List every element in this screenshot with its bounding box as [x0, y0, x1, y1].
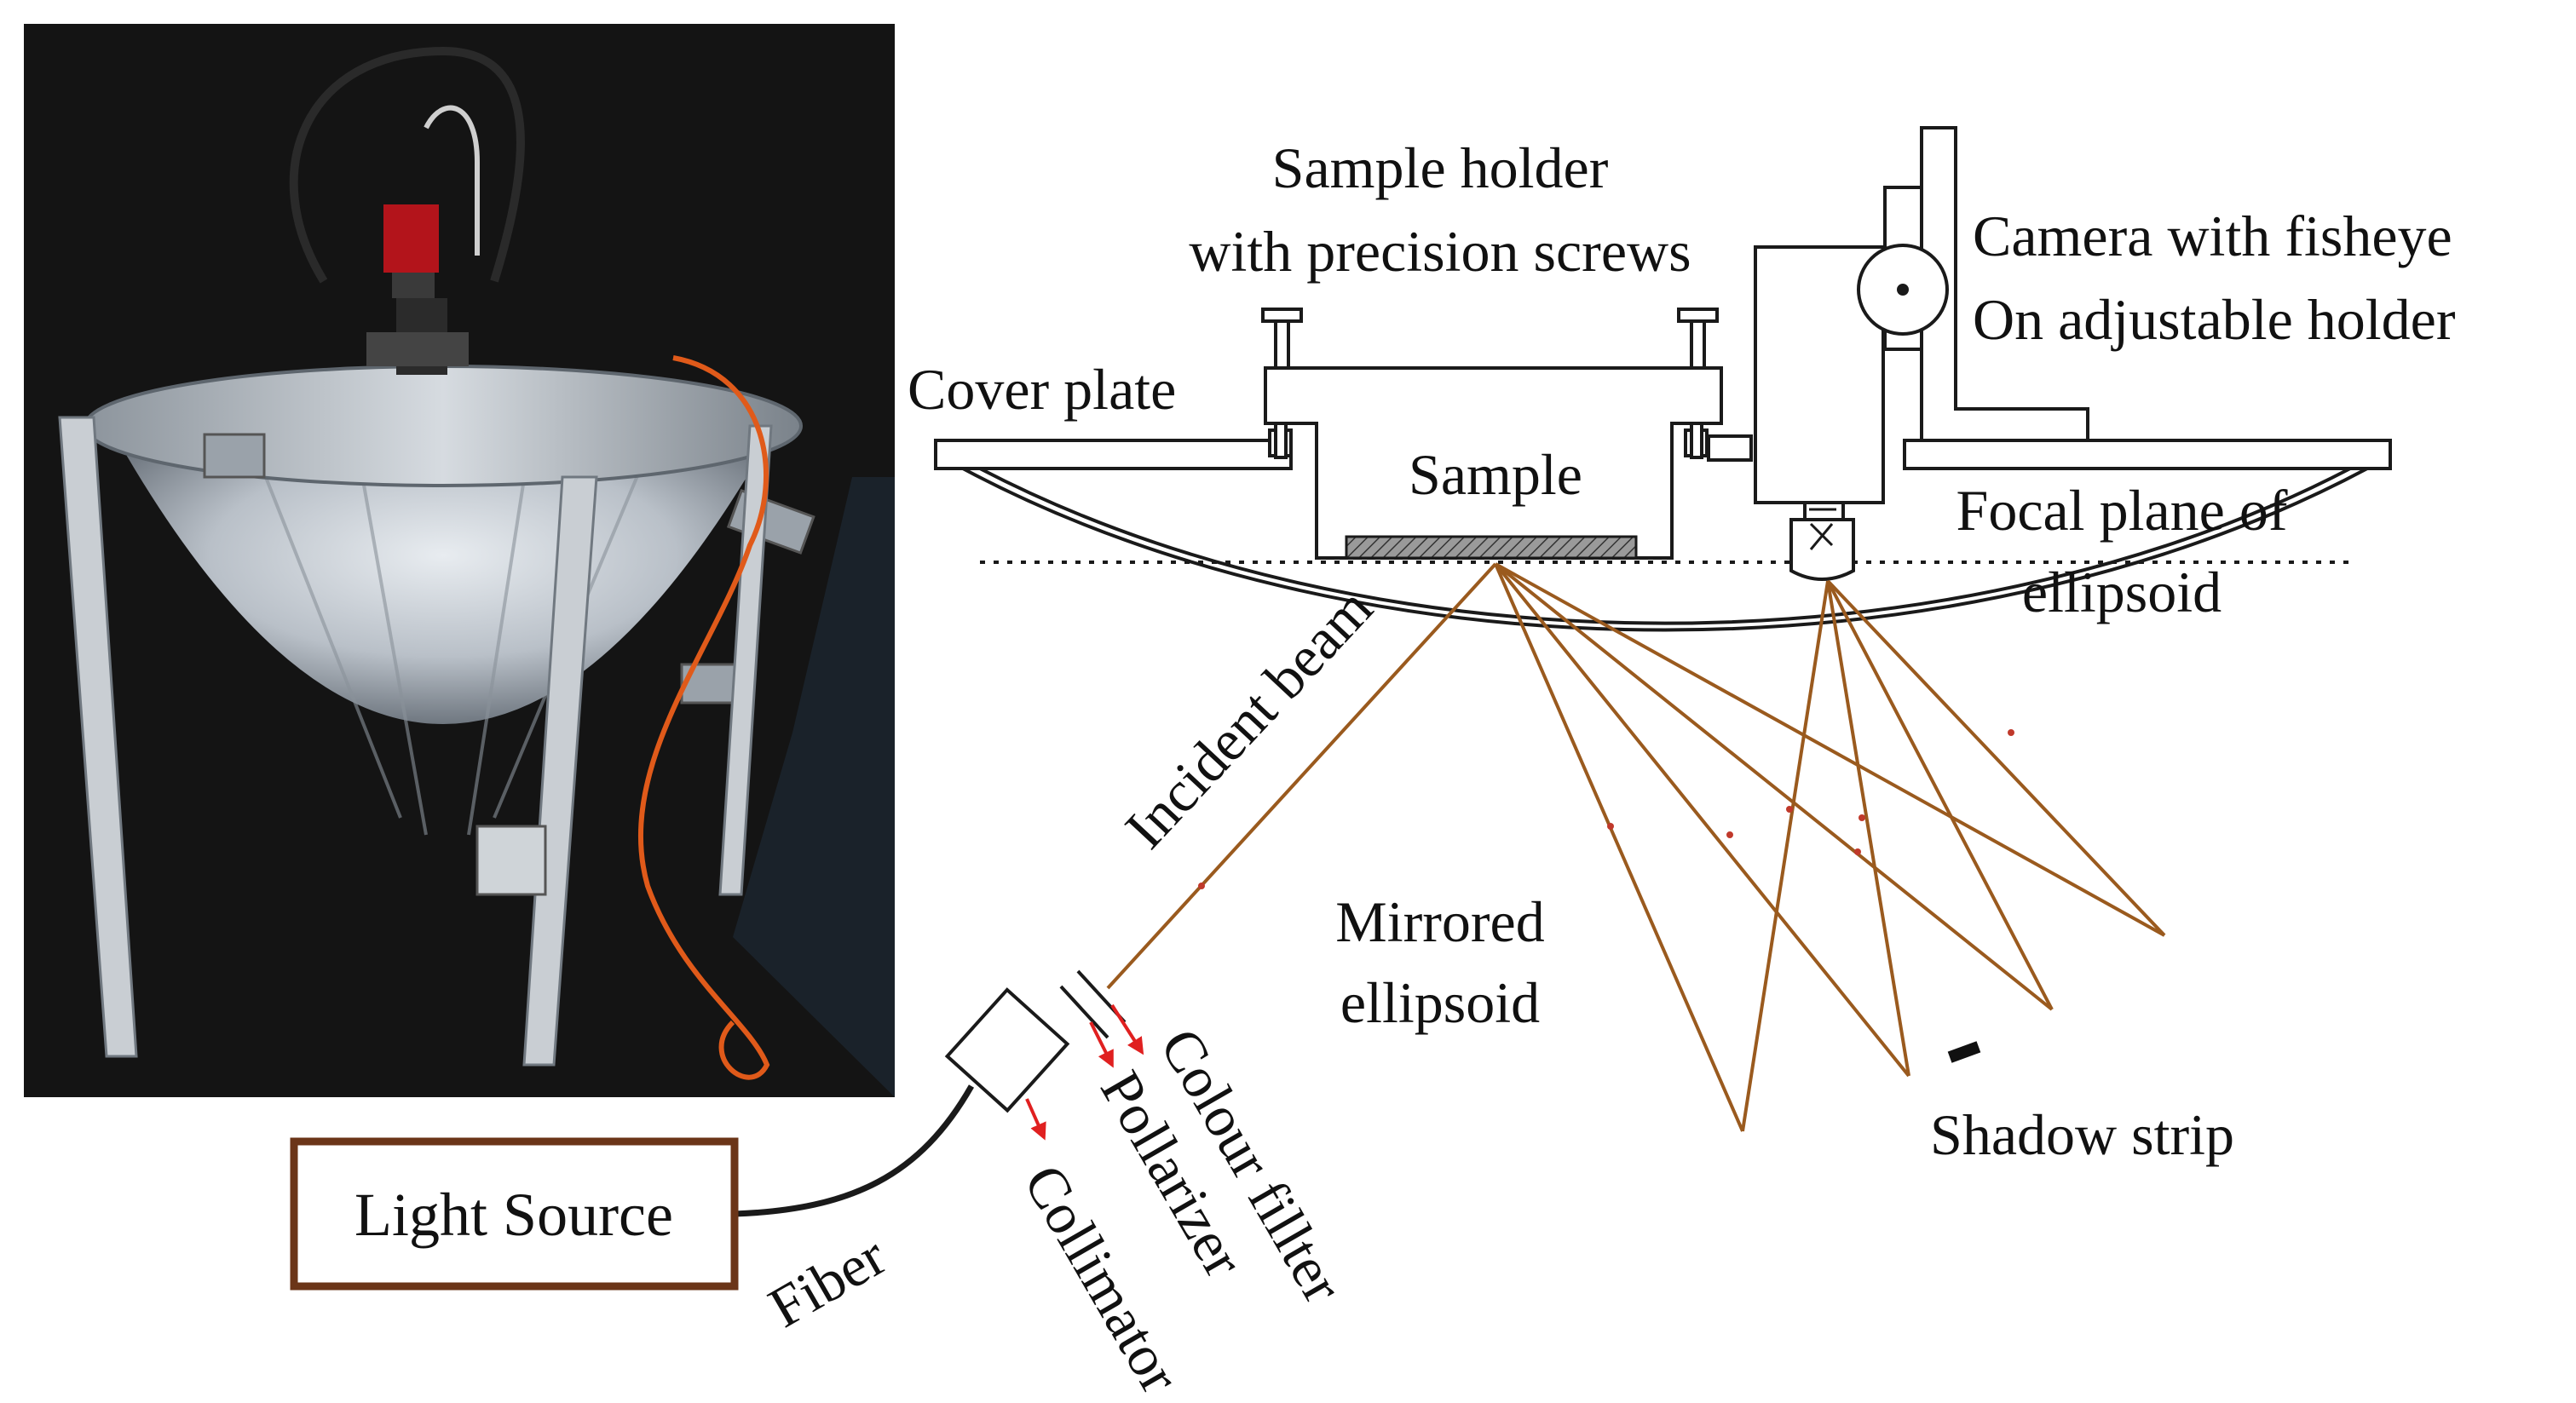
light-source-box: [290, 1137, 739, 1291]
ellipsoid-mirror: [962, 467, 2368, 632]
cover-plate-label: Cover plate: [908, 357, 1176, 422]
sample-holder-label-line1: Sample holder: [1272, 135, 1609, 200]
fisheye-lens: [1789, 518, 1855, 581]
fiber-label: Fiber: [758, 1222, 897, 1340]
mirrored-ellipsoid-label-line1: Mirrored: [1335, 889, 1544, 954]
fiber: [734, 1084, 975, 1217]
mirrored-ellipsoid-label-line2: ellipsoid: [1340, 970, 1540, 1035]
shadow-strip-label: Shadow strip: [1930, 1102, 2234, 1167]
optics-arrows: [1025, 1003, 1144, 1141]
camera-label-line1: Camera with fisheye: [1973, 204, 2452, 268]
light-source-label: Light Source: [354, 1181, 673, 1249]
focal-plane-label-line1: Focal plane of: [1956, 478, 2288, 543]
shadow-strip: [1947, 1041, 1981, 1063]
apparatus-photo: [24, 24, 895, 1097]
optics-train: [944, 969, 1127, 1113]
collimator-box: [944, 987, 1070, 1113]
sample-holder-label-line2: with precision screws: [1189, 219, 1691, 284]
sample: [1345, 535, 1638, 560]
pollarizer-plate: [1059, 985, 1109, 1039]
camera-label-line2: On adjustable holder: [1973, 287, 2456, 352]
incident-beam-label: Incident beam: [1112, 575, 1385, 860]
tripod-legs: [58, 416, 773, 1067]
sample-holder: [1261, 308, 1753, 560]
focal-plane-label-line2: ellipsoid: [2022, 560, 2222, 624]
ray-paths: [1106, 562, 2166, 1132]
precision-screw-left: [1261, 308, 1303, 459]
ray-direction-marks: [1198, 729, 2014, 889]
cover-plate: [934, 439, 2392, 470]
camera-holder: [1754, 126, 2089, 581]
sample-label: Sample: [1409, 442, 1582, 507]
lid-plate: [84, 365, 803, 487]
